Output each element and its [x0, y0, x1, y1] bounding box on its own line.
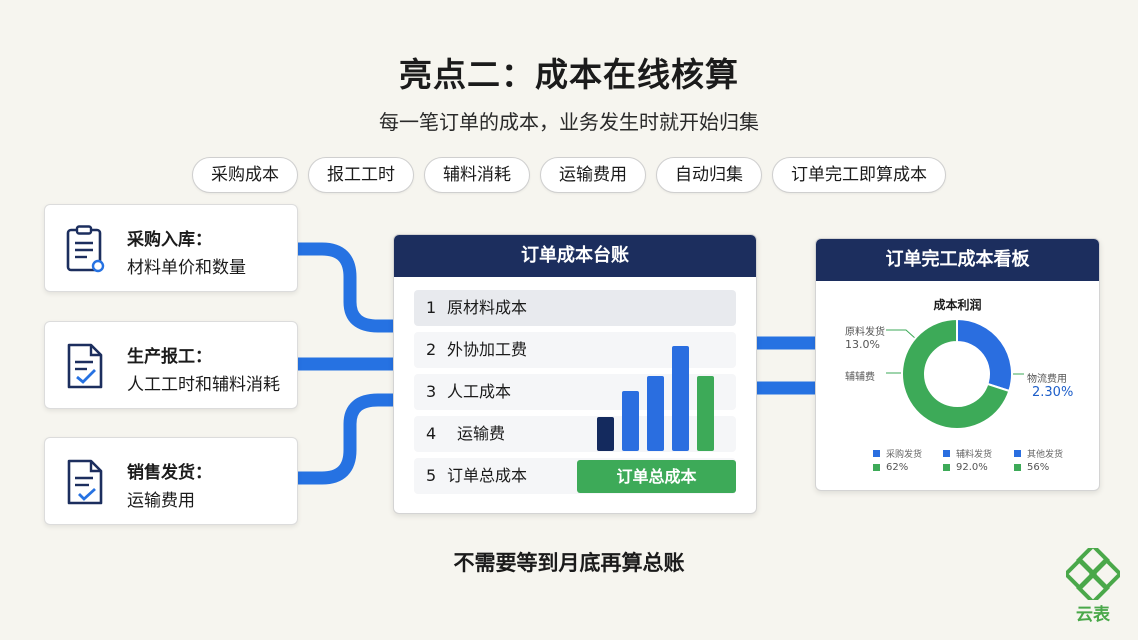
dashboard-title: 订单完工成本看板 [816, 239, 1099, 281]
pie-label-name: 原料发货 [845, 327, 885, 338]
tag-labor-hours: 报工工时 [308, 157, 414, 193]
source-title: 生产报工： [127, 347, 212, 367]
source-desc: 运输费用 [127, 491, 195, 511]
order-total-cost-button[interactable]: 订单总成本 [577, 460, 736, 493]
ledger-row-name: 原材料成本 [447, 298, 528, 317]
brand-logo-text: 云表 [1076, 605, 1110, 625]
legend-swatch [943, 450, 950, 457]
ledger-row-number: 4 [426, 424, 437, 443]
legend-swatch [1014, 450, 1021, 457]
bar-2 [622, 391, 639, 451]
tag-auto-collect: 自动归集 [656, 157, 762, 193]
ledger-title: 订单成本台账 [394, 235, 756, 277]
brand-logo-mark [1063, 543, 1123, 605]
legend-swatch [943, 464, 950, 471]
legend-label: 其他发货 [1027, 450, 1064, 460]
ledger-row-number: 3 [426, 382, 437, 401]
tag-row: 采购成本 报工工时 辅料消耗 运输费用 自动归集 订单完工即算成本 [0, 157, 1138, 193]
ledger-bar-chart [597, 346, 714, 451]
tag-shipping-cost: 运输费用 [540, 157, 646, 193]
source-title: 销售发货： [127, 463, 212, 483]
document-check-icon [67, 459, 103, 505]
legend-swatch [873, 450, 880, 457]
pie-label-value: 13.0% [845, 338, 880, 351]
footer-slogan: 不需要等到月底再算总账 [453, 551, 685, 575]
clipboard-icon [66, 225, 105, 273]
flow-connector-top [297, 242, 393, 333]
donut-slice-1 [901, 317, 1011, 430]
source-desc: 人工工时和辅料消耗 [127, 375, 280, 395]
ledger-row: 1 原材料成本 [414, 290, 736, 326]
bar-5 [697, 376, 714, 451]
tag-procurement-cost: 采购成本 [192, 157, 298, 193]
pie-chart-title: 成本利润 [933, 298, 982, 312]
cost-donut-chart [886, 317, 1024, 430]
source-card-production: 生产报工： 人工工时和辅料消耗 [44, 321, 298, 409]
legend-value: 92.0% [956, 462, 988, 473]
legend-value-item: 56% [1014, 462, 1049, 473]
ledger-row-name: 订单总成本 [447, 466, 528, 485]
source-card-sales: 销售发货： 运输费用 [44, 437, 298, 525]
tag-material-consumption: 辅料消耗 [424, 157, 530, 193]
page-subtitle: 每一笔订单的成本，业务发生时就开始归集 [379, 110, 759, 134]
legend-label: 采购发货 [886, 450, 923, 460]
source-title: 采购入库： [127, 230, 212, 250]
bar-1 [597, 417, 614, 451]
legend-swatch [873, 464, 880, 471]
legend-swatch [1014, 464, 1021, 471]
legend-item: 采购发货 [873, 447, 922, 460]
ledger-row-number: 2 [426, 340, 437, 359]
ledger-row-name: 人工成本 [447, 382, 512, 401]
brand-logo: 云表 [1063, 543, 1123, 626]
tag-order-costing: 订单完工即算成本 [772, 157, 946, 193]
pie-label-name: 物流费用 [1027, 374, 1067, 385]
bar-3 [647, 376, 664, 451]
donut-slice-0 [956, 317, 1013, 393]
pie-label-name: 辅辅费 [845, 372, 875, 383]
page-title: 亮点二：成本在线核算 [399, 55, 739, 94]
source-desc: 材料单价和数量 [127, 258, 246, 278]
ledger-row-number: 1 [426, 298, 437, 317]
legend-value-item: 62% [873, 462, 908, 473]
legend-label: 辅料发货 [956, 450, 993, 460]
order-cost-ledger: 订单成本台账 1 原材料成本 2 外协加工费 3 人工成本 4 运输费 5 订单… [393, 234, 757, 514]
cost-dashboard: 订单完工成本看板 成本利润 原料发货 13.0% 辅辅费 物流费用 2.30% … [815, 238, 1100, 491]
legend-item: 辅料发货 [943, 447, 992, 460]
ledger-row-name: 外协加工费 [447, 340, 528, 359]
legend-value: 56% [1027, 462, 1050, 473]
legend-value: 62% [886, 462, 909, 473]
bar-4 [672, 346, 689, 451]
flow-connector-bottom [297, 393, 393, 485]
pie-label-value: 2.30% [1032, 385, 1074, 400]
ledger-row-name: 运输费 [457, 424, 506, 443]
checklist-icon [67, 343, 103, 389]
legend-value-item: 92.0% [943, 462, 988, 473]
source-card-procurement: 采购入库： 材料单价和数量 [44, 204, 298, 292]
legend-item: 其他发货 [1014, 447, 1063, 460]
ledger-row-number: 5 [426, 466, 437, 485]
